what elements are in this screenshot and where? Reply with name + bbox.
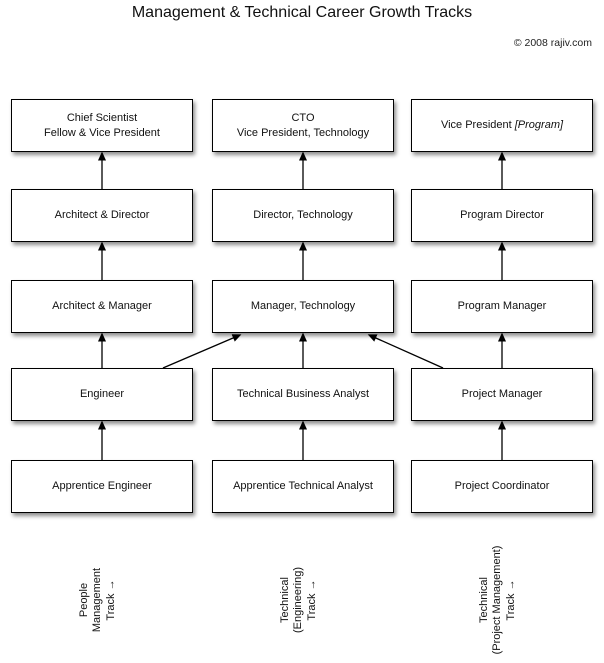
box-label: Architect & Director [54, 209, 150, 221]
box-label: Chief Scientist [66, 111, 138, 124]
box-label: Vice President [Program] [440, 119, 564, 131]
box-label: Project Manager [461, 388, 543, 400]
track-label-line: (Engineering) [292, 566, 305, 634]
box-label: Technical Business Analyst [236, 388, 370, 400]
track-label-line: People [77, 582, 90, 618]
promotion-arrow-engineer-to-manager-technology [162, 334, 242, 369]
box-apprentice-engineer: Apprentice Engineer [11, 460, 193, 513]
box-project-coordinator: Project Coordinator [411, 460, 593, 513]
track-label-line: Technical [278, 577, 291, 623]
box-architect-director: Architect & Director [11, 189, 193, 242]
box-label: Apprentice Engineer [52, 480, 152, 492]
track-label-line: Technical [477, 577, 490, 623]
box-label: Engineer [79, 388, 125, 400]
track-label-technical-engineering: Technical(Engineering)Track → [277, 515, 321, 663]
box-program-manager: Program Manager [411, 280, 593, 333]
box-manager-technology: Manager, Technology [212, 280, 394, 333]
promotion-arrow-project-manager-to-manager-technology [367, 334, 444, 369]
box-engineer: Engineer [11, 368, 193, 421]
track-label-line: (Project Management) [491, 545, 504, 655]
track-label-technical-project-management: Technical(Project Management)Track → [476, 515, 520, 663]
box-label: Manager, Technology [250, 300, 356, 312]
box-vice-president-program: Vice President [Program] [411, 99, 593, 152]
box-label: Fellow & Vice President [44, 126, 160, 139]
copyright-notice: © 2008 rajiv.com [513, 37, 592, 49]
page-title: Management & Technical Career Growth Tra… [131, 4, 473, 21]
box-label: Program Director [460, 209, 544, 221]
box-label: Director, Technology [253, 209, 353, 221]
box-cto: CTO Vice President, Technology [212, 99, 394, 152]
box-label: Program Manager [457, 300, 547, 312]
box-architect-manager: Architect & Manager [11, 280, 193, 333]
box-program-director: Program Director [411, 189, 593, 242]
track-label-line: Track → [104, 579, 117, 621]
box-director-technology: Director, Technology [212, 189, 394, 242]
box-label: Vice President, Technology [236, 126, 370, 139]
box-label: Apprentice Technical Analyst [233, 480, 373, 492]
track-label-line: Track → [305, 579, 318, 621]
track-label-line: Management [91, 567, 104, 633]
box-label: Project Coordinator [454, 480, 550, 492]
box-label: CTO [291, 111, 315, 124]
box-apprentice-technical-analyst: Apprentice Technical Analyst [212, 460, 394, 513]
track-label-line: Track → [504, 579, 517, 621]
box-label: Architect & Manager [52, 300, 152, 312]
box-technical-business-analyst: Technical Business Analyst [212, 368, 394, 421]
box-project-manager: Project Manager [411, 368, 593, 421]
